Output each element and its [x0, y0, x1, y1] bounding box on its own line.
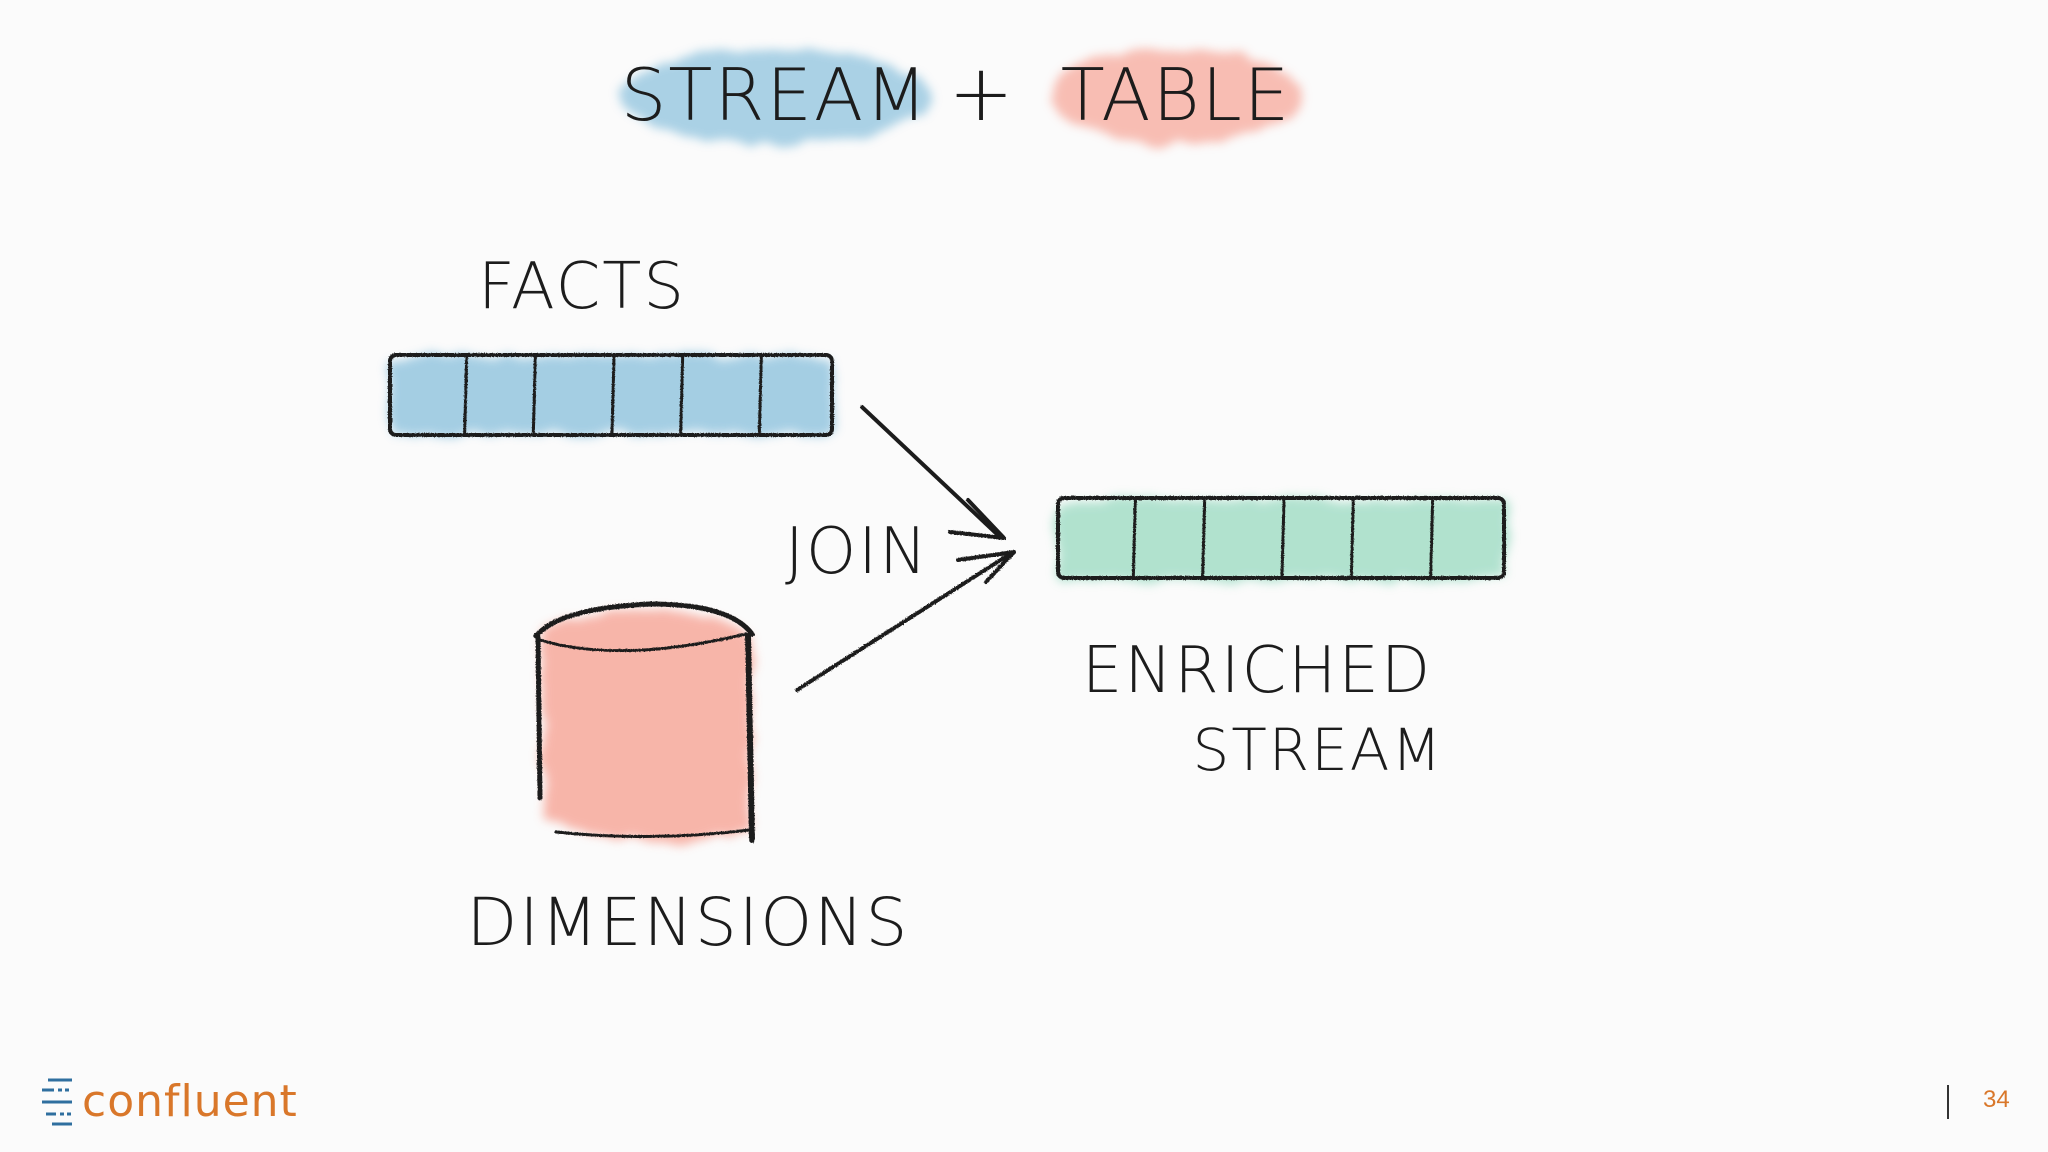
enriched-bar-cell-divider — [1349, 498, 1355, 578]
enriched-bar-cell-divider — [1131, 498, 1137, 578]
arrow-head-bottom — [956, 550, 1016, 584]
page-number: 34 — [1983, 1086, 2010, 1113]
dimensions-label: DIMENSIONS — [467, 884, 910, 961]
facts-group: FACTS — [388, 250, 834, 437]
enriched-bar-cell-divider — [1280, 498, 1286, 578]
cylinder-fill — [540, 609, 752, 842]
enriched-label-line1: ENRICHED — [1082, 634, 1432, 708]
arrow-line-bottom — [795, 552, 1012, 692]
facts-bar-cell-divider — [610, 355, 616, 435]
cylinder-icon — [533, 601, 755, 843]
footer-divider — [1947, 1085, 1949, 1119]
facts-bar-cell-divider — [463, 355, 469, 435]
enriched-bar-cell-divider — [1429, 498, 1435, 578]
title-table: TABLE — [1061, 53, 1291, 137]
arrow-icon — [860, 405, 1002, 539]
facts-fill — [388, 356, 834, 434]
dimensions-group: DIMENSIONS — [467, 601, 910, 961]
facts-bar-cell-divider — [679, 355, 685, 435]
facts-bar-cell-divider — [757, 355, 763, 435]
arrow-head-top — [948, 498, 1006, 540]
enriched-bar-outline — [1056, 496, 1506, 580]
table-highlight — [1051, 48, 1301, 144]
join-arrows — [795, 405, 1016, 692]
stream-highlight — [620, 48, 930, 144]
enriched-group: ENRICHED STREAM — [1056, 496, 1508, 784]
enriched-stream-bar — [1056, 496, 1506, 580]
confluent-logo: confluent — [42, 1074, 298, 1130]
title-plus: + — [948, 49, 1015, 139]
confluent-logo-icon — [42, 1078, 72, 1126]
logo-wordmark: confluent — [82, 1076, 298, 1127]
enriched-label-line2: STREAM — [1193, 716, 1444, 784]
slide-title: STREAM + TABLE — [620, 48, 1301, 144]
join-label: JOIN — [785, 515, 929, 589]
facts-label: FACTS — [478, 250, 686, 324]
facts-bar-outline — [388, 353, 834, 437]
facts-stream-bar — [388, 353, 834, 437]
facts-bar-cell-divider — [531, 355, 537, 435]
enriched-bar-cell-divider — [1201, 498, 1207, 578]
title-stream: STREAM — [621, 53, 930, 137]
